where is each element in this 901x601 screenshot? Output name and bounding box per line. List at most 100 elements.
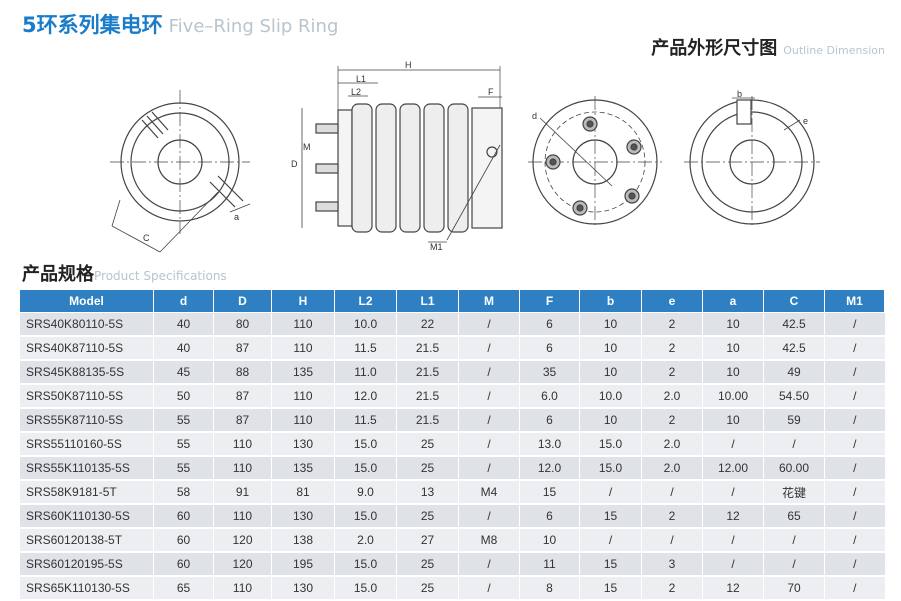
table-cell: 11.0 xyxy=(334,360,397,385)
column-header: b xyxy=(579,289,642,313)
table-cell: 55 xyxy=(153,408,214,433)
table-cell: 2 xyxy=(641,336,703,361)
table-cell: 25 xyxy=(396,432,459,457)
table-cell: M4 xyxy=(458,480,520,505)
table-cell: 58 xyxy=(153,480,214,505)
table-cell: 45 xyxy=(153,360,214,385)
table-cell: 10 xyxy=(702,360,764,385)
table-cell: / xyxy=(458,576,520,601)
table-cell: / xyxy=(824,480,885,505)
table-cell: 25 xyxy=(396,456,459,481)
table-cell: 42.5 xyxy=(763,312,825,337)
label-b: b xyxy=(737,89,742,99)
table-cell: / xyxy=(458,552,520,577)
label-C: C xyxy=(143,233,150,243)
table-cell: 13.0 xyxy=(519,432,580,457)
table-cell: / xyxy=(458,432,520,457)
column-header: D xyxy=(213,289,272,313)
table-cell: 87 xyxy=(213,336,272,361)
table-cell: 110 xyxy=(271,408,335,433)
table-cell: / xyxy=(824,384,885,409)
table-cell: / xyxy=(579,480,642,505)
column-header: a xyxy=(702,289,764,313)
column-header: H xyxy=(271,289,335,313)
table-cell: 60 xyxy=(153,528,214,553)
table-cell: 15 xyxy=(579,552,642,577)
table-cell: / xyxy=(458,336,520,361)
table-cell: 110 xyxy=(213,432,272,457)
table-cell: 10.0 xyxy=(334,312,397,337)
table-cell: 13 xyxy=(396,480,459,505)
table-cell: 6 xyxy=(519,312,580,337)
table-cell: 110 xyxy=(271,312,335,337)
table-cell: 12.0 xyxy=(334,384,397,409)
column-header: d xyxy=(153,289,214,313)
table-cell: 15.0 xyxy=(579,432,642,457)
column-header: C xyxy=(763,289,825,313)
table-cell: / xyxy=(641,528,703,553)
label-d: d xyxy=(532,111,537,121)
table-cell: 21.5 xyxy=(396,360,459,385)
table-cell: / xyxy=(702,528,764,553)
table-cell: 6 xyxy=(519,408,580,433)
table-cell: 15.0 xyxy=(579,456,642,481)
table-cell: / xyxy=(763,432,825,457)
table-cell: 10.00 xyxy=(702,384,764,409)
table-cell: 110 xyxy=(271,384,335,409)
table-cell: 6 xyxy=(519,504,580,529)
table-cell: / xyxy=(824,408,885,433)
label-M1: M1 xyxy=(430,242,443,252)
table-cell: 120 xyxy=(213,528,272,553)
label-a: a xyxy=(234,212,239,222)
table-cell: / xyxy=(641,480,703,505)
table-cell: 12 xyxy=(702,576,764,601)
table-cell: / xyxy=(824,528,885,553)
table-cell: 195 xyxy=(271,552,335,577)
table-cell: / xyxy=(458,504,520,529)
label-e: e xyxy=(803,116,808,126)
model-cell: SRS65K110130-5S xyxy=(19,576,154,601)
table-cell: / xyxy=(579,528,642,553)
table-cell: 3 xyxy=(641,552,703,577)
model-cell: SRS50K87110-5S xyxy=(19,384,154,409)
table-cell: 138 xyxy=(271,528,335,553)
table-cell: 49 xyxy=(763,360,825,385)
column-header: M xyxy=(458,289,520,313)
label-F: F xyxy=(488,87,494,97)
table-cell: / xyxy=(763,528,825,553)
table-cell: 11.5 xyxy=(334,336,397,361)
table-cell: 10 xyxy=(579,312,642,337)
table-cell: / xyxy=(824,576,885,601)
table-cell: 10.0 xyxy=(579,384,642,409)
table-cell: 87 xyxy=(213,408,272,433)
model-cell: SRS55110160-5S xyxy=(19,432,154,457)
table-cell: 110 xyxy=(213,504,272,529)
model-cell: SRS55K87110-5S xyxy=(19,408,154,433)
table-cell: 55 xyxy=(153,432,214,457)
table-cell: 21.5 xyxy=(396,408,459,433)
table-cell: 9.0 xyxy=(334,480,397,505)
table-cell: 2 xyxy=(641,504,703,529)
table-cell: / xyxy=(824,432,885,457)
table-cell: 135 xyxy=(271,360,335,385)
table-cell: 2 xyxy=(641,576,703,601)
model-cell: SRS55K110135-5S xyxy=(19,456,154,481)
rear-view-drawing: d xyxy=(528,96,662,228)
table-cell: 15 xyxy=(579,576,642,601)
table-cell: 25 xyxy=(396,576,459,601)
table-cell: / xyxy=(824,552,885,577)
table-cell: 130 xyxy=(271,504,335,529)
table-cell: 15 xyxy=(579,504,642,529)
table-cell: 11.5 xyxy=(334,408,397,433)
table-cell: 15 xyxy=(519,480,580,505)
table-cell: 50 xyxy=(153,384,214,409)
